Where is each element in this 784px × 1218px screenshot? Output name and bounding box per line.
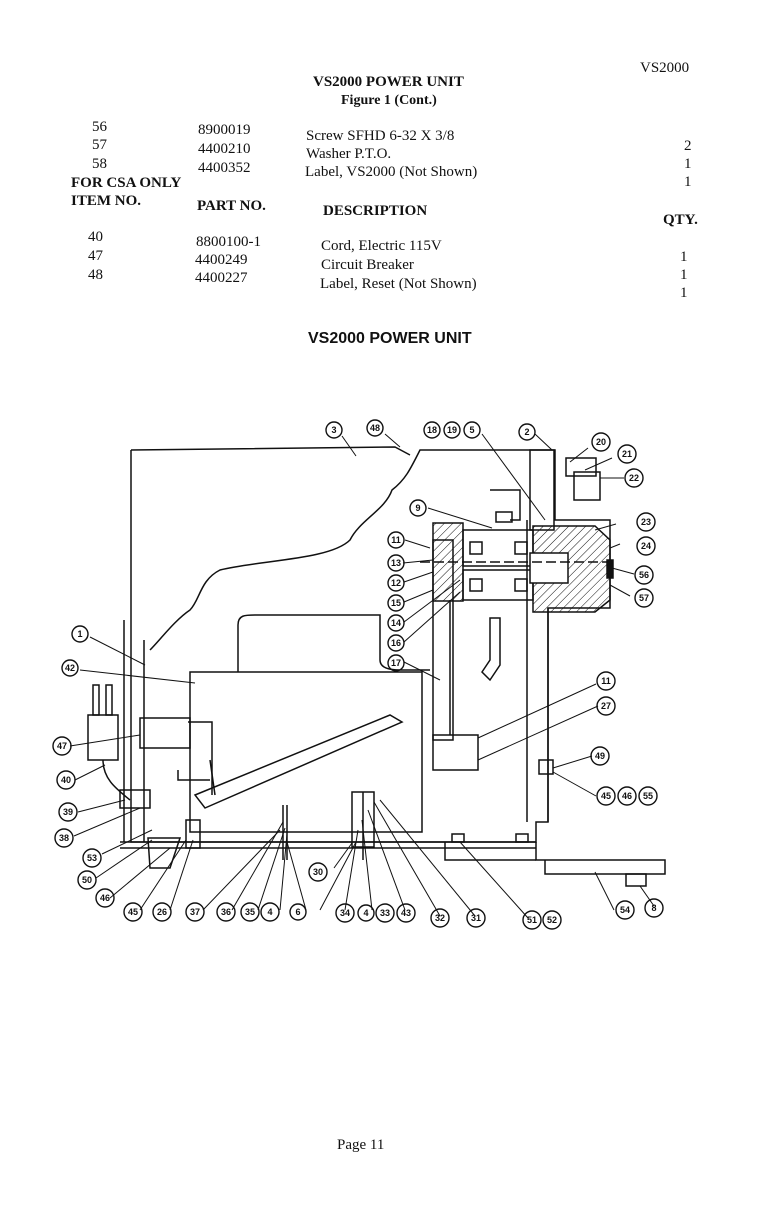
callout-label: 17 [391,658,401,668]
callout-label: 55 [643,791,653,801]
callout-label: 50 [82,875,92,885]
callout-label: 43 [401,908,411,918]
callout-label: 4 [267,907,272,917]
callout-label: 12 [391,578,401,588]
callout-label: 18 [427,425,437,435]
callout-label: 30 [313,867,323,877]
callout-label: 1 [77,629,82,639]
column-header-part: PART NO. [197,198,266,214]
callout-label: 53 [87,853,97,863]
callout-label: 40 [61,775,71,785]
item-number: 47 [88,248,103,264]
callout-label: 23 [641,517,651,527]
callout-label: 15 [391,598,401,608]
callout-label: 20 [596,437,606,447]
callout-label: 33 [380,908,390,918]
callout-label: 22 [629,473,639,483]
callout-label: 13 [391,558,401,568]
callout-label: 31 [471,913,481,923]
column-header-item: ITEM NO. [71,193,142,209]
callout-label: 56 [639,570,649,580]
part-description: Screw SFHD 6-32 X 3/8 [306,128,455,144]
callout-label: 39 [63,807,73,817]
callout-label: 3 [331,425,336,435]
part-number: 4400249 [195,252,248,268]
item-number: 40 [88,229,103,245]
callout-label: 57 [639,593,649,603]
callout-label: 37 [190,907,200,917]
callout-label: 49 [595,751,605,761]
callout-label: 54 [620,905,630,915]
page-subtitle: Figure 1 (Cont.) [341,93,437,108]
page-title: VS2000 POWER UNIT [313,74,464,90]
item-number: 56 [92,119,107,135]
item-number: 57 [92,137,107,153]
part-description: Label, Reset (Not Shown) [320,276,477,292]
callout-label: 45 [128,907,138,917]
callout-label: 35 [245,907,255,917]
callout-label: 48 [370,423,380,433]
part-number: 8900019 [198,122,251,138]
callout-label: 32 [435,913,445,923]
quantity: 1 [684,156,692,172]
callout-label: 21 [622,449,632,459]
callout-label: 34 [340,908,350,918]
quantity: 2 [684,138,692,154]
callout-label: 45 [601,791,611,801]
callout-label: 11 [601,676,611,686]
callout-label: 9 [415,503,420,513]
part-number: 4400210 [198,141,251,157]
callout-label: 16 [391,638,401,648]
csa-heading: FOR CSA ONLY [71,175,182,191]
part-description: Washer P.T.O. [306,146,392,162]
item-number: 58 [92,156,107,172]
part-number: 4400352 [198,160,251,176]
quantity: 1 [680,249,688,265]
part-description: Label, VS2000 (Not Shown) [305,164,478,180]
part-number: 8800100-1 [196,234,261,250]
part-number: 4400227 [195,270,248,286]
callout-label: 36 [221,907,231,917]
callout-label: 8 [651,903,656,913]
item-number: 48 [88,267,103,283]
callout-label: 52 [547,915,557,925]
callout-label: 11 [391,535,401,545]
part-description: Cord, Electric 115V [321,238,442,254]
callout-label: 27 [601,701,611,711]
callout-label: 14 [391,618,401,628]
callout-label: 6 [295,907,300,917]
callout-label: 26 [157,907,167,917]
callout-label: 2 [524,427,529,437]
quantity: 1 [680,267,688,283]
column-header-qty: QTY. [663,212,698,228]
callout-label: 46 [622,791,632,801]
callout-label: 19 [447,425,457,435]
callout-label: 47 [57,741,67,751]
callout-label: 24 [641,541,651,551]
page-number: Page 11 [337,1137,385,1153]
callout-label: 4 [363,908,368,918]
quantity: 1 [680,285,688,301]
quantity: 1 [684,174,692,190]
column-header-description: DESCRIPTION [323,203,428,219]
callout-label: 5 [469,425,474,435]
diagram-title: VS2000 POWER UNIT [308,330,472,347]
callout-label: 51 [527,915,537,925]
callout-label: 42 [65,663,75,673]
document-code: VS2000 [640,60,690,76]
callout-label: 38 [59,833,69,843]
callout-label: 46 [100,893,110,903]
part-description: Circuit Breaker [321,257,414,273]
